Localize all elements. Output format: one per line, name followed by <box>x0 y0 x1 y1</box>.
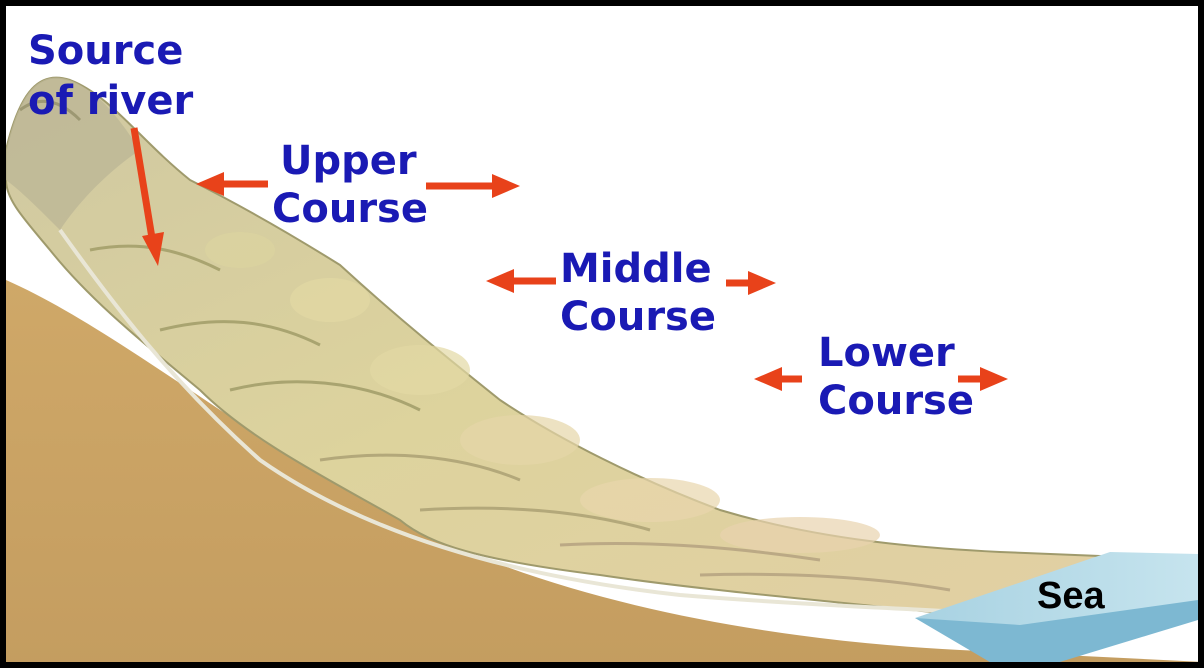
middle-label-line1: Middle <box>560 246 712 292</box>
source-label-line2: of river <box>28 78 193 124</box>
middle-label-line2: Course <box>560 294 716 340</box>
middle-left-arrow <box>486 269 556 293</box>
upper-right-arrow <box>426 174 520 198</box>
upper-label-line2: Course <box>272 186 428 232</box>
lower-label-line1: Lower <box>818 330 955 376</box>
lower-left-arrow <box>754 367 802 391</box>
source-label-line1: Source <box>28 28 183 74</box>
upper-label-line1: Upper <box>280 138 417 184</box>
middle-right-arrow <box>726 271 776 295</box>
sea-label: Sea <box>1037 575 1105 617</box>
lower-label-line2: Course <box>818 378 974 424</box>
